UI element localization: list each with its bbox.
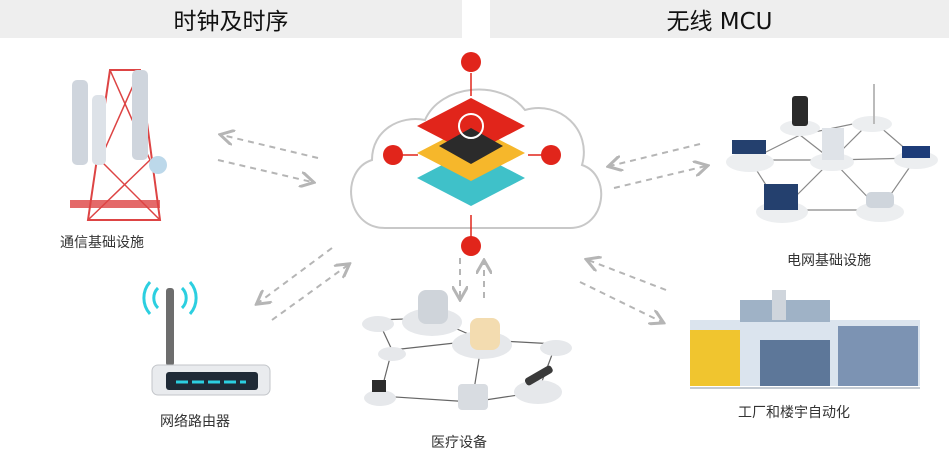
- cell-tower-icon: [70, 69, 167, 221]
- label-telecom: 通信基础设施: [60, 235, 144, 251]
- arrow-telecom-to-center: [217, 159, 312, 182]
- arrow-center-to-router: [258, 247, 333, 303]
- header-right-title: 无线 MCU: [490, 0, 949, 38]
- arrow-center-to-factory: [579, 281, 662, 322]
- wifi-router-icon: [142, 281, 271, 396]
- label-medical: 医疗设备: [431, 435, 487, 451]
- smart-grid-icon: [726, 84, 938, 223]
- label-grid: 电网基础设施: [787, 253, 871, 269]
- factory-icon: [690, 290, 920, 389]
- arrow-router-to-center: [271, 265, 348, 321]
- arrow-center-to-telecom: [222, 135, 319, 159]
- arrow-center-to-grid: [613, 166, 706, 189]
- flow-arrows: [218, 135, 706, 322]
- header-left-title: 时钟及时序: [0, 0, 462, 38]
- cloud-chip-icon: [350, 52, 603, 256]
- arrow-grid-to-center: [610, 143, 701, 166]
- arrow-factory-to-center: [588, 260, 667, 291]
- medical-devices-icon: [362, 290, 572, 410]
- label-factory: 工厂和楼宇自动化: [738, 405, 850, 421]
- label-router: 网络路由器: [160, 414, 230, 430]
